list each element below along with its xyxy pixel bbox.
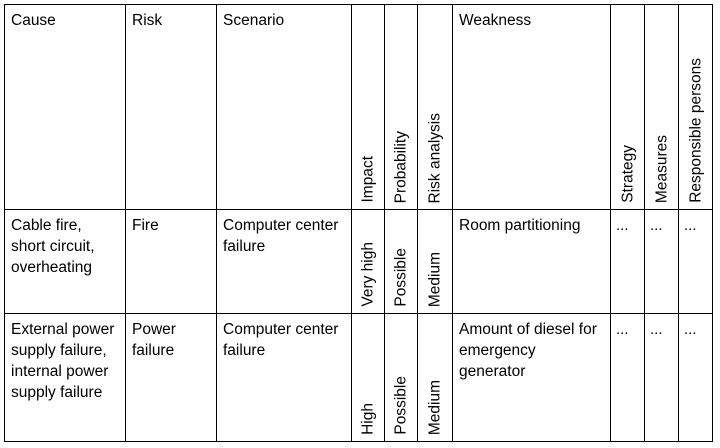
- cell-strategy: ...: [610, 209, 645, 314]
- cell-impact: Very high: [351, 209, 385, 314]
- cell-weakness: Amount of diesel for emergency generator: [452, 313, 611, 442]
- table-row: External power supply failure, internal …: [4, 313, 713, 442]
- header-scenario: Scenario: [216, 4, 352, 210]
- cell-cause: External power supply failure, internal …: [4, 313, 126, 442]
- cell-strategy: ...: [610, 313, 645, 442]
- header-strategy: Strategy: [610, 4, 645, 210]
- cell-responsible-persons: ...: [678, 209, 713, 314]
- cell-cause: Cable fire, short circuit, overheating: [4, 209, 126, 314]
- header-weakness: Weakness: [452, 4, 611, 210]
- table-row: Cable fire, short circuit, overheating F…: [4, 209, 713, 314]
- header-cause: Cause: [4, 4, 126, 210]
- cell-measures: ...: [644, 209, 679, 314]
- cell-measures: ...: [644, 313, 679, 442]
- header-responsible-persons: Responsible persons: [678, 4, 713, 210]
- cell-weakness: Room partitioning: [452, 209, 611, 314]
- header-row: Cause Risk Scenario Impact Probability R…: [4, 4, 713, 210]
- cell-impact: High: [351, 313, 385, 442]
- risk-table: Cause Risk Scenario Impact Probability R…: [4, 4, 713, 442]
- cell-responsible-persons: ...: [678, 313, 713, 442]
- cell-risk-analysis: Medium: [417, 209, 453, 314]
- cell-probability: Possible: [384, 313, 418, 442]
- header-risk-analysis: Risk analysis: [417, 4, 453, 210]
- header-measures: Measures: [644, 4, 679, 210]
- cell-risk: Power failure: [125, 313, 217, 442]
- header-risk: Risk: [125, 4, 217, 210]
- cell-risk: Fire: [125, 209, 217, 314]
- cell-scenario: Computer center failure: [216, 313, 352, 442]
- cell-scenario: Computer center failure: [216, 209, 352, 314]
- cell-probability: Possible: [384, 209, 418, 314]
- header-probability: Probability: [384, 4, 418, 210]
- cell-risk-analysis: Medium: [417, 313, 453, 442]
- header-impact: Impact: [351, 4, 385, 210]
